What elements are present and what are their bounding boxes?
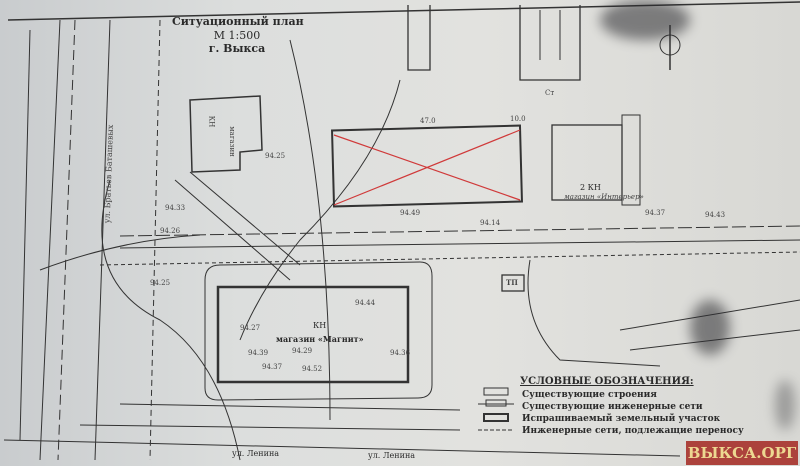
elevation: 94.44	[355, 299, 376, 307]
legend-title: УСЛОВНЫЕ ОБОЗНАЧЕНИЯ:	[520, 376, 694, 387]
legend-item: Испрашиваемый земельный участок	[522, 414, 721, 424]
frame-bottom	[3, 439, 681, 457]
stairs	[174, 171, 301, 281]
watermark: ВЫКСА.ОРГ	[686, 441, 798, 465]
elevation: 94.14	[480, 219, 501, 227]
magnit-code: КН	[313, 321, 327, 330]
building-magnit	[216, 285, 410, 384]
elevation: 94.25	[265, 152, 286, 160]
substation-label: ТП	[506, 278, 518, 287]
interior-name: магазин «Интерьер»	[564, 193, 644, 201]
stain	[600, 0, 690, 40]
plan-scale: М 1:500	[213, 29, 261, 42]
elevation: 94.49	[400, 209, 421, 217]
legend-symbols	[478, 387, 514, 431]
topleft-name: магазин	[227, 126, 236, 157]
elevation: 94.36	[390, 349, 411, 357]
elevation: 94.29	[292, 347, 313, 355]
plot-width: 10.0	[510, 115, 526, 123]
tree-label: Ст	[545, 89, 555, 97]
legend-item: Инженерные сети, подлежащие переносу	[522, 426, 744, 436]
elevation: 94.27	[240, 324, 261, 332]
legend-item: Существующие инженерные сети	[522, 402, 703, 412]
plot-cross	[333, 129, 521, 206]
stain	[775, 380, 795, 430]
elevation: 94.43	[705, 211, 726, 219]
elevation: 94.37	[645, 209, 666, 217]
street-lenina-right: ул. Ленина	[368, 451, 416, 460]
plan-city: г. Выкса	[208, 42, 266, 55]
elevation: 94.25	[150, 279, 171, 287]
elevation: 94.37	[262, 363, 283, 371]
street-lenina-left: ул. Ленина	[232, 449, 280, 458]
street-line	[39, 19, 61, 461]
legend-item: Существующие строения	[522, 390, 657, 400]
building-symbol	[483, 387, 509, 396]
interior-code: 2 КН	[580, 183, 601, 192]
elevation: 94.33	[165, 204, 186, 212]
stain	[690, 300, 730, 355]
elevation: 94.39	[248, 349, 269, 357]
plot-symbol	[483, 413, 509, 422]
plot-length: 47.0	[420, 117, 436, 125]
plan-title: Ситуационный план	[172, 15, 304, 28]
elevation: 94.52	[302, 365, 323, 373]
magnit-name: магазин «Магнит»	[276, 334, 364, 344]
elevation: 94.26	[160, 227, 181, 235]
topleft-code: КН	[207, 115, 216, 128]
building-topleft	[189, 95, 263, 173]
substation	[501, 274, 525, 292]
requested-plot	[331, 124, 523, 208]
